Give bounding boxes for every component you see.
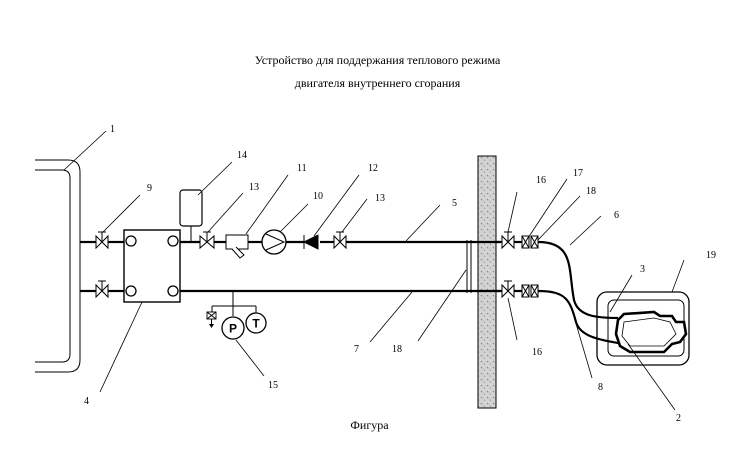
label-15: 15 [268, 380, 278, 391]
label-8: 8 [598, 382, 603, 393]
label-19: 19 [706, 250, 716, 261]
label-6: 6 [614, 210, 619, 221]
filter-11 [225, 234, 249, 259]
temperature-gauge-symbol: T [252, 317, 260, 331]
bracket-18 [466, 240, 472, 293]
valve-9-upper [95, 231, 109, 250]
label-11: 11 [297, 163, 307, 174]
label-12: 12 [368, 163, 378, 174]
pump-10 [261, 229, 287, 255]
outside-upper-fittings [496, 231, 539, 250]
label-5: 5 [452, 198, 457, 209]
engine-1 [35, 159, 81, 373]
label-18-right: 18 [586, 186, 596, 197]
hose-8 [537, 289, 625, 346]
label-16-upper: 16 [536, 175, 546, 186]
label-17: 17 [573, 168, 583, 179]
label-13-right: 13 [375, 193, 385, 204]
leader-lines [63, 130, 685, 411]
expansion-tank-14 [179, 189, 203, 242]
gauges-15 [206, 291, 267, 340]
outside-lower-fittings [496, 280, 539, 299]
valve-13-right [333, 231, 347, 250]
pressure-gauge-symbol: P [229, 322, 237, 336]
label-13-left: 13 [249, 182, 259, 193]
label-10: 10 [313, 191, 323, 202]
wall [477, 155, 497, 409]
heat-exchanger-4 [123, 229, 181, 303]
label-7: 7 [354, 344, 359, 355]
hose-6 [537, 240, 619, 320]
label-1: 1 [110, 124, 115, 135]
engine-2-inner [621, 317, 677, 347]
label-14: 14 [237, 150, 247, 161]
figure-caption: Фигура [350, 418, 389, 432]
label-9: 9 [147, 183, 152, 194]
valve-13-left [199, 231, 215, 250]
label-3: 3 [640, 264, 645, 275]
label-18-wall: 18 [392, 344, 402, 355]
label-4: 4 [84, 396, 89, 407]
diagram-title-line-1: Устройство для поддержания теплового реж… [254, 53, 501, 67]
label-16-lower: 16 [532, 347, 542, 358]
check-valve-12 [302, 234, 319, 250]
diagram-title-line-2: двигателя внутреннего сгорания [294, 76, 461, 90]
valve-9-lower [95, 280, 109, 299]
label-2: 2 [676, 413, 681, 424]
